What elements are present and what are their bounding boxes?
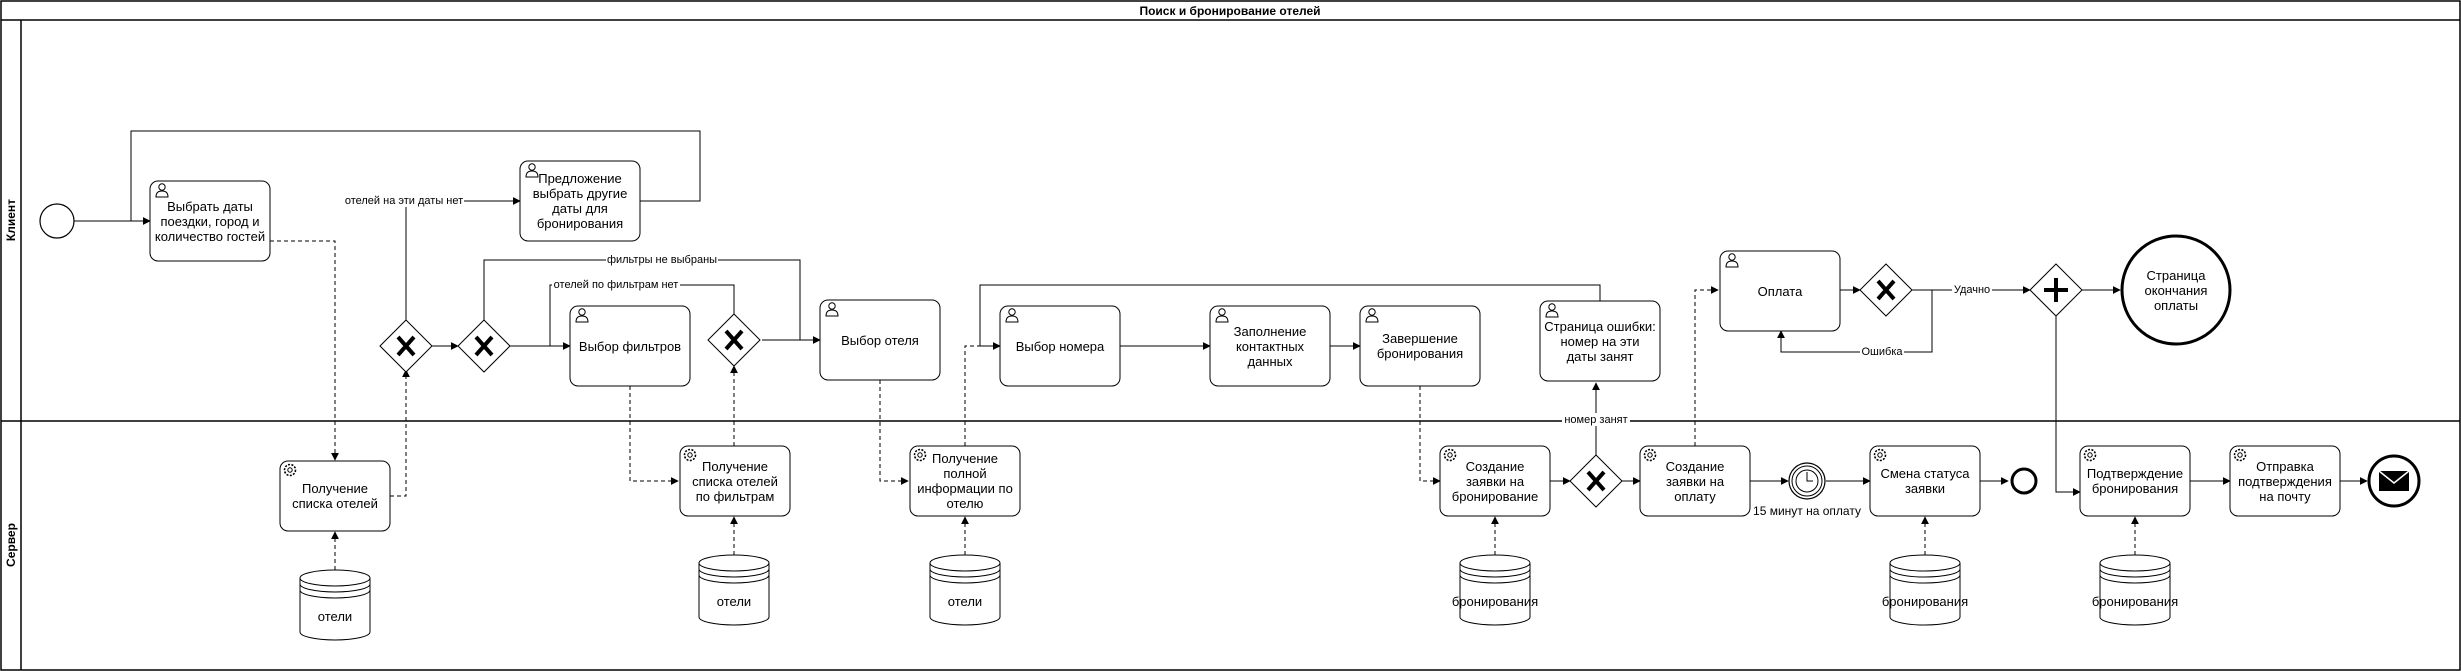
start-event (39, 203, 75, 239)
gateway-parallel (2029, 263, 2083, 317)
lane-server-label: Сервер (4, 523, 18, 567)
task-change-status[interactable]: Смена статуса заявки (1869, 445, 1981, 517)
task-get-hotels[interactable]: Получение списка отелей (279, 460, 391, 532)
data-store-label: отели (717, 594, 751, 609)
task-confirm-booking[interactable]: Подтверждение бронирования (2079, 445, 2191, 517)
edge-label-no-hotels: отелей на эти даты нет (345, 195, 463, 207)
task-label: Получение списка отелей по фильтрам (692, 458, 778, 504)
data-store-bookings-1: бронирования (1452, 554, 1538, 626)
data-store-bookings-3: бронирования (2092, 554, 2178, 626)
task-label: Смена статуса заявки (1880, 466, 1970, 496)
task-label: Получение списка отелей (292, 481, 378, 511)
task-label: Выбор отеля (841, 332, 919, 348)
gateway-filtered-hotels (707, 313, 761, 367)
task-label: Завершение бронирования (1376, 331, 1464, 361)
data-store-label: бронирования (1452, 594, 1538, 609)
data-store-hotels-2: отели (698, 554, 770, 626)
data-store-label: бронирования (1882, 594, 1968, 609)
task-label: Выбрать даты поездки, город и количество… (154, 198, 266, 244)
task-offer-other-dates[interactable]: Предложение выбрать другие даты для брон… (519, 160, 641, 242)
task-label: Отправка подтверждения на почту (2238, 458, 2332, 504)
lane-client-label: Клиент (4, 199, 18, 241)
data-store-bookings-2: бронирования (1882, 554, 1968, 626)
task-get-hotel-info[interactable]: Получение полной информации по отелю (909, 445, 1021, 517)
envelope-icon (2379, 471, 2409, 491)
data-store-hotels-3: отели (929, 554, 1001, 626)
edge-label-error: Ошибка (1862, 346, 1904, 358)
edge-label-room-taken: номер занят (1564, 414, 1627, 426)
task-fill-contacts[interactable]: Заполнение контактных данных (1209, 305, 1331, 387)
gateway-payment-result (1859, 263, 1913, 317)
task-label: Подтверждение бронирования (2086, 466, 2184, 496)
data-store-label: отели (948, 594, 982, 609)
edge-label-success: Удачно (1954, 284, 1990, 296)
task-label: Создание заявки на оплату (1665, 458, 1725, 504)
task-get-hotels-filtered[interactable]: Получение списка отелей по фильтрам (679, 445, 791, 517)
task-label: Заполнение контактных данных (1233, 323, 1307, 369)
task-select-dates[interactable]: Выбрать даты поездки, город и количество… (149, 180, 271, 262)
task-finish-booking[interactable]: Завершение бронирования (1359, 305, 1481, 387)
pool-title: Поиск и бронирование отелей (1139, 4, 1320, 18)
task-label: Предложение выбрать другие даты для брон… (532, 171, 628, 231)
task-choose-hotel[interactable]: Выбор отеля (819, 299, 941, 381)
task-label: Выбор номера (1015, 338, 1105, 354)
data-store-hotels-1: отели (299, 569, 371, 641)
task-label: Выбор фильтров (578, 338, 682, 354)
task-label: Получение полной информации по отелю (917, 451, 1013, 511)
edge-labels: отелей на эти даты нет фильтры не выбран… (344, 194, 1992, 518)
timer-event (1788, 462, 1826, 500)
timer-label: 15 минут на оплату (1753, 504, 1861, 518)
edge-label-filters-not-selected: фильтры не выбраны (607, 254, 717, 266)
task-choose-room[interactable]: Выбор номера (999, 305, 1121, 387)
gateway-hotels-exist (379, 319, 433, 373)
gateway-room-taken (1569, 454, 1623, 508)
gateway-filters (457, 319, 511, 373)
end-event-label: Страница окончания оплаты (2144, 267, 2208, 313)
task-send-confirmation[interactable]: Отправка подтверждения на почту (2229, 445, 2341, 517)
end-event-mail (2367, 454, 2421, 508)
end-event-payment-page (2120, 234, 2232, 346)
data-store-label: бронирования (2092, 594, 2178, 609)
task-label: Создание заявки на бронирование (1451, 458, 1539, 504)
task-create-payment[interactable]: Создание заявки на оплату (1639, 445, 1751, 517)
edge-label-no-hotels-filter: отелей по фильтрам нет (554, 279, 679, 291)
task-error-page[interactable]: Страница ошибки: номер на эти даты занят (1539, 300, 1661, 382)
end-event-status (2010, 467, 2038, 495)
task-create-booking[interactable]: Создание заявки на бронирование (1439, 445, 1551, 517)
data-store-label: отели (318, 609, 352, 624)
task-label: Страница ошибки: номер на эти даты занят (1544, 318, 1656, 364)
task-payment[interactable]: Оплата (1719, 250, 1841, 332)
dashed-flows (270, 240, 2139, 570)
task-label: Оплата (1757, 283, 1803, 299)
task-choose-filters[interactable]: Выбор фильтров (569, 305, 691, 387)
